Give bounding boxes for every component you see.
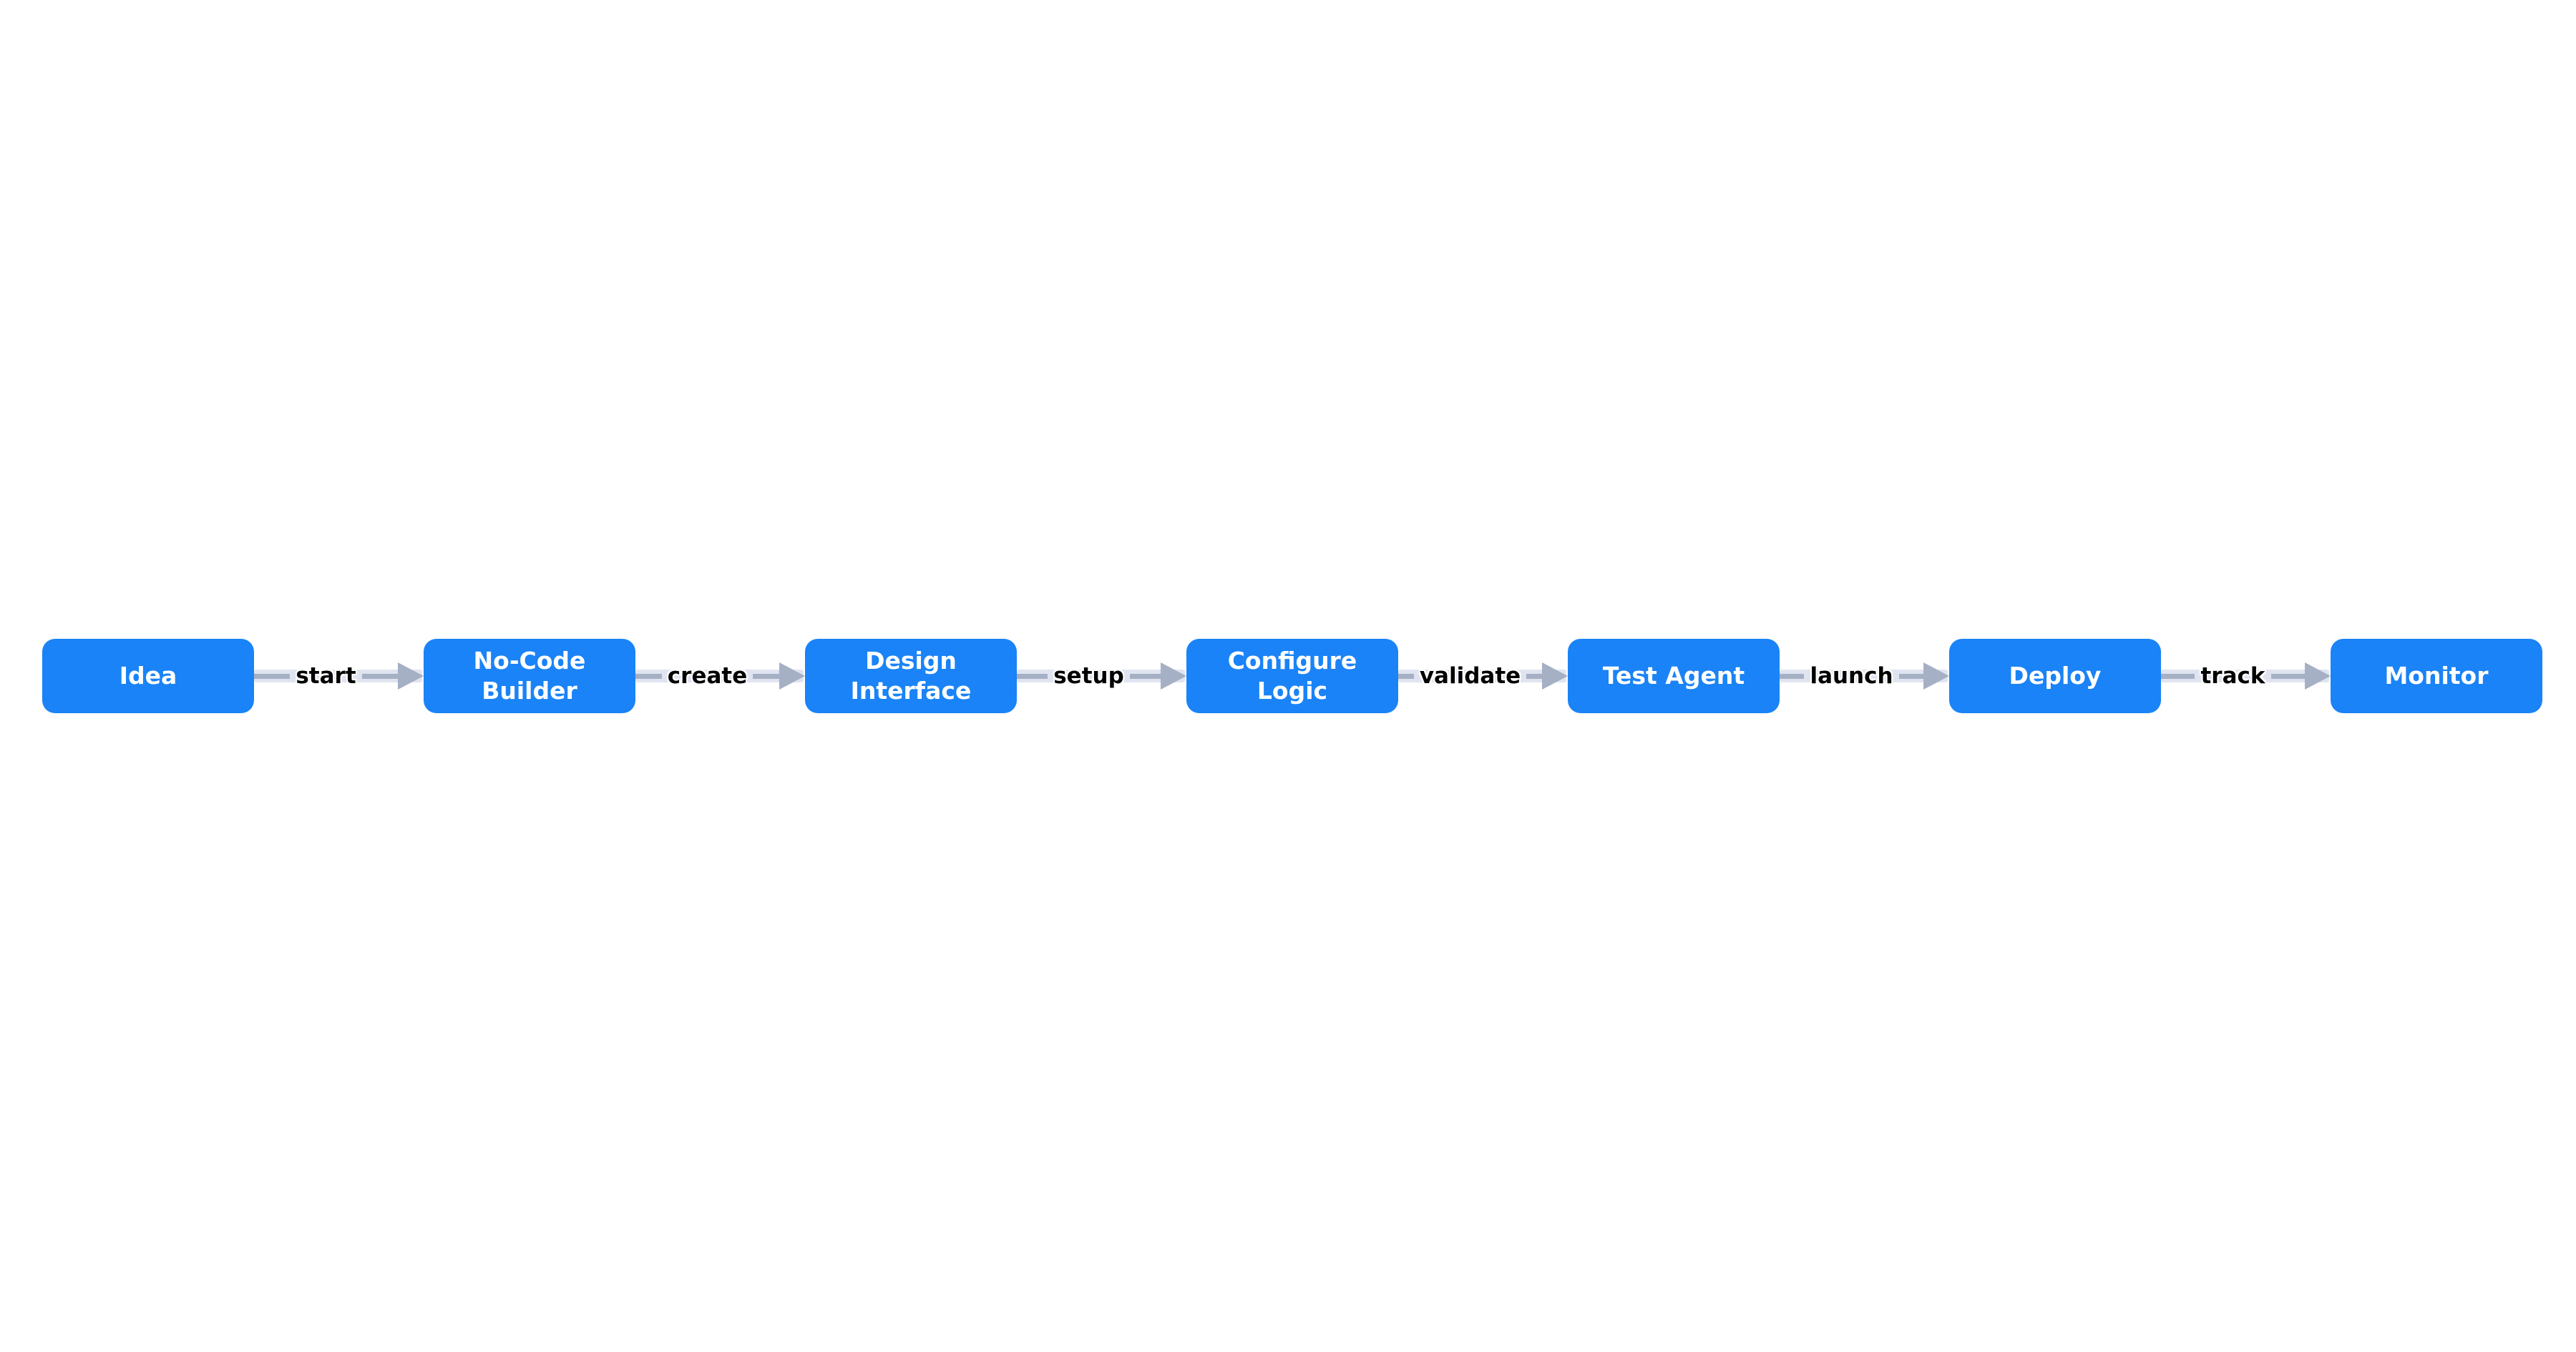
node-idea: Idea (42, 639, 254, 713)
edge-line-segment (2270, 673, 2305, 679)
node-deploy: Deploy (1949, 639, 2161, 713)
edge-start: start (254, 639, 424, 713)
edge-line-segment (1017, 673, 1048, 679)
node-design-interface: Design Interface (805, 639, 1017, 713)
arrowhead-icon (1542, 662, 1568, 690)
edge-validate: validate (1398, 639, 1568, 713)
edge-halo (1017, 670, 1185, 682)
edge-line-segment (2161, 673, 2195, 679)
edge-line-segment (1129, 673, 1161, 679)
node-configure-logic: Configure Logic (1186, 639, 1398, 713)
arrowhead-icon (1923, 662, 1950, 690)
edge-line-segment (1398, 673, 1414, 679)
node-test-agent: Test Agent (1568, 639, 1780, 713)
node-monitor: Monitor (2331, 639, 2542, 713)
edge-label: setup (1053, 663, 1124, 689)
edge-halo (635, 670, 804, 682)
edge-line-segment (1526, 673, 1542, 679)
edge-halo (254, 670, 422, 682)
arrowhead-icon (398, 662, 424, 690)
edge-label: validate (1419, 663, 1521, 689)
edge-halo (1780, 670, 1948, 682)
arrowhead-icon (2305, 662, 2331, 690)
edge-launch: launch (1780, 639, 1950, 713)
edge-line-segment (254, 673, 291, 679)
edge-label: start (296, 663, 356, 689)
arrowhead-icon (779, 662, 806, 690)
edge-line-segment (1780, 673, 1805, 679)
edge-label: track (2200, 663, 2265, 689)
edge-halo (1398, 670, 1566, 682)
arrowhead-icon (1161, 662, 1186, 690)
edge-line-segment (1898, 673, 1924, 679)
edge-line-segment (635, 673, 662, 679)
edge-create: create (635, 639, 806, 713)
node-no-code-builder: No-Code Builder (424, 639, 635, 713)
edge-setup: setup (1017, 639, 1186, 713)
edge-label: launch (1810, 663, 1893, 689)
edge-label: create (667, 663, 748, 689)
edge-track: track (2161, 639, 2331, 713)
edge-halo (2161, 670, 2329, 682)
flowchart: Idea start No-Code Builder create Design… (42, 639, 2542, 713)
edge-line-segment (361, 673, 399, 679)
edge-line-segment (753, 673, 780, 679)
